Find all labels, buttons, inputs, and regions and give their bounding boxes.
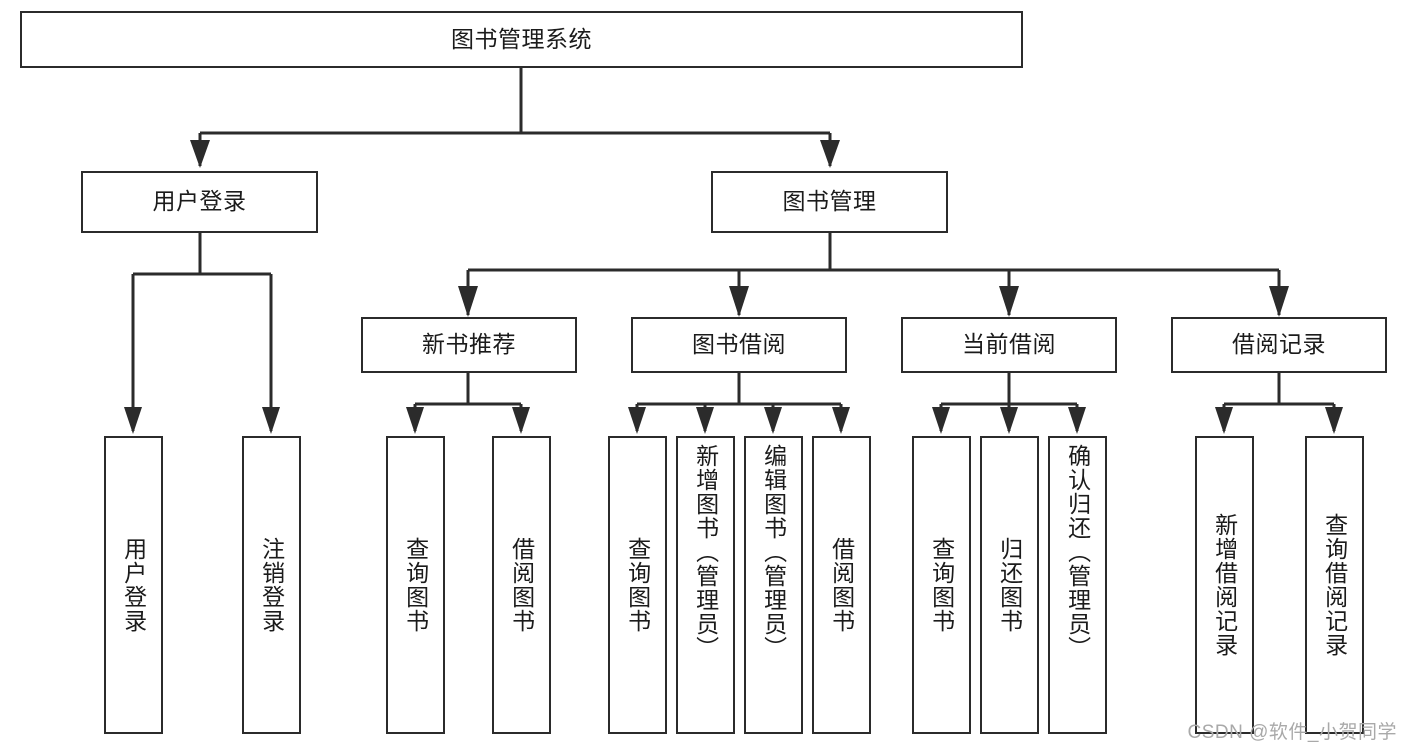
- arrow-book-manage: [820, 140, 840, 168]
- arrow-leaf-query-book-3: [932, 407, 950, 434]
- arrow-leaf-edit-book: [764, 407, 782, 434]
- leaf-query-book-1[interactable]: 查询图书: [386, 436, 445, 734]
- leaf-borrow-book-1-label: 借阅图书: [508, 537, 535, 633]
- arrow-leaf-confirm-return: [1068, 407, 1086, 434]
- node-book-borrow[interactable]: 图书借阅: [631, 317, 847, 373]
- node-borrow-record[interactable]: 借阅记录: [1171, 317, 1387, 373]
- node-root[interactable]: 图书管理系统: [20, 11, 1023, 68]
- node-root-label: 图书管理系统: [451, 25, 592, 52]
- arrow-leaf-query-book-2: [628, 407, 646, 434]
- leaf-logout-login-label: 注销登录: [258, 537, 285, 633]
- node-user-login-label: 用户登录: [152, 188, 247, 215]
- arrow-user-login: [190, 140, 210, 168]
- node-book-manage-label: 图书管理: [782, 188, 877, 215]
- leaf-user-login-label: 用户登录: [120, 537, 147, 633]
- arrow-leaf-logout-login: [262, 407, 280, 434]
- leaf-add-record-label: 新增借阅记录: [1211, 513, 1238, 657]
- node-user-login[interactable]: 用户登录: [81, 171, 318, 233]
- arrow-leaf-return-book: [1000, 407, 1018, 434]
- leaf-query-record[interactable]: 查询借阅记录: [1305, 436, 1364, 734]
- node-current-borrow[interactable]: 当前借阅: [901, 317, 1117, 373]
- leaf-confirm-return[interactable]: 确认归还（管理员）: [1048, 436, 1107, 734]
- leaf-query-book-3-label: 查询图书: [928, 537, 955, 633]
- leaf-query-book-2-label: 查询图书: [624, 537, 651, 633]
- leaf-edit-book[interactable]: 编辑图书（管理员）: [744, 436, 803, 734]
- arrow-leaf-query-record: [1325, 407, 1343, 434]
- arrow-leaf-borrow-book-1: [512, 407, 530, 434]
- arrow-new-book-recommend: [458, 286, 478, 317]
- arrow-leaf-add-record: [1215, 407, 1233, 434]
- node-new-book-recommend[interactable]: 新书推荐: [361, 317, 577, 373]
- leaf-query-record-label: 查询借阅记录: [1321, 513, 1348, 657]
- node-borrow-record-label: 借阅记录: [1232, 331, 1326, 358]
- leaf-return-book-label: 归还图书: [996, 537, 1023, 633]
- leaf-borrow-book-2-label: 借阅图书: [828, 537, 855, 633]
- leaf-return-book[interactable]: 归还图书: [980, 436, 1039, 734]
- leaf-confirm-return-label: 确认归还（管理员）: [1064, 444, 1091, 660]
- node-book-borrow-label: 图书借阅: [692, 331, 786, 358]
- leaf-query-book-3[interactable]: 查询图书: [912, 436, 971, 734]
- leaf-add-record[interactable]: 新增借阅记录: [1195, 436, 1254, 734]
- leaf-query-book-2[interactable]: 查询图书: [608, 436, 667, 734]
- node-book-manage[interactable]: 图书管理: [711, 171, 948, 233]
- leaf-query-book-1-label: 查询图书: [402, 537, 429, 633]
- leaf-add-book[interactable]: 新增图书（管理员）: [676, 436, 735, 734]
- leaf-add-book-label: 新增图书（管理员）: [692, 444, 719, 660]
- arrow-current-borrow: [999, 286, 1019, 317]
- arrow-borrow-record: [1269, 286, 1289, 317]
- node-current-borrow-label: 当前借阅: [962, 331, 1056, 358]
- leaf-borrow-book-1[interactable]: 借阅图书: [492, 436, 551, 734]
- arrow-book-borrow: [729, 286, 749, 317]
- leaf-edit-book-label: 编辑图书（管理员）: [760, 444, 787, 660]
- arrow-leaf-add-book: [696, 407, 714, 434]
- node-new-book-recommend-label: 新书推荐: [422, 331, 516, 358]
- leaf-logout-login[interactable]: 注销登录: [242, 436, 301, 734]
- arrow-leaf-query-book-1: [406, 407, 424, 434]
- arrow-leaf-borrow-book-2: [832, 407, 850, 434]
- leaf-user-login[interactable]: 用户登录: [104, 436, 163, 734]
- arrowheads: [124, 140, 1343, 434]
- leaf-borrow-book-2[interactable]: 借阅图书: [812, 436, 871, 734]
- arrow-leaf-user-login: [124, 407, 142, 434]
